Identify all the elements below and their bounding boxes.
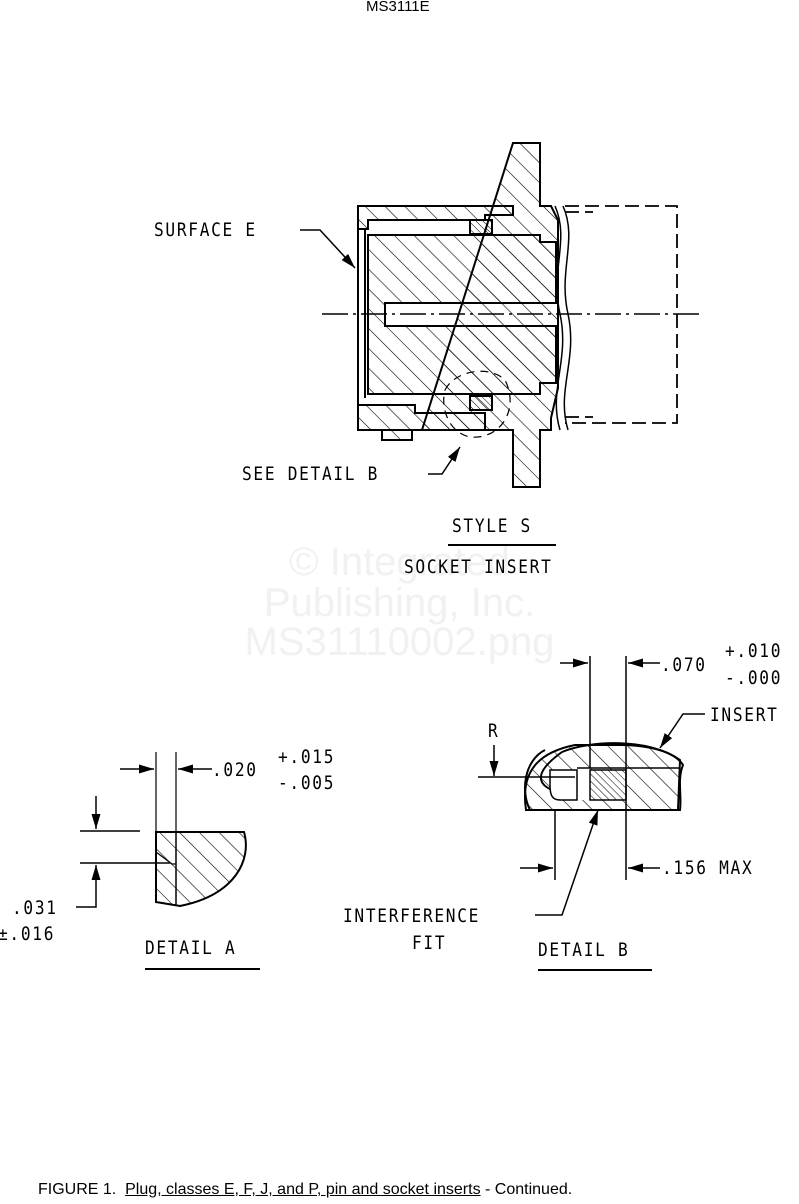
figure-caption-suffix: - Continued. [485, 1181, 573, 1198]
detail-b-figure [478, 656, 705, 971]
detail-a-width-plus-tolerance: +.015 [278, 746, 336, 768]
detail-b-top-dimension: .070 [661, 654, 707, 676]
detail-b-bottom-dimension: .156 MAX [662, 857, 754, 879]
figure-caption: FIGURE 1. Plug, classes E, F, J, and P, … [38, 1181, 572, 1199]
document-number: MS3111E [366, 0, 430, 15]
interference-fit-label-line-1: INTERFERENCE [343, 905, 481, 927]
see-detail-b-label: SEE DETAIL B [242, 463, 380, 485]
mounting-flange [420, 142, 559, 488]
plug-shell [357, 205, 514, 441]
surface-e-leader [300, 229, 356, 269]
socket-insert [367, 219, 557, 411]
interference-fit-label-line-2: FIT [412, 932, 447, 954]
insert-label: INSERT [710, 704, 779, 726]
detail-b-top-minus-tolerance: -.000 [725, 667, 783, 689]
figure-caption-title: Plug, classes E, F, J, and P, pin and so… [125, 1181, 481, 1198]
detail-a-height-tolerance: ±.016 [0, 923, 56, 945]
detail-b-circle [443, 370, 511, 438]
detail-b-top-plus-tolerance: +.010 [725, 640, 783, 662]
watermark-line-2: Publishing, Inc. [263, 581, 536, 625]
detail-a-width-dimension: .020 [212, 759, 258, 781]
detail-a-height-dimension: .031 [12, 897, 58, 919]
detail-b-title: DETAIL B [538, 939, 630, 961]
surface-e-label: SURFACE E [154, 219, 257, 241]
watermark-line-3: MS31110002.png [244, 620, 555, 664]
detail-a-figure [76, 752, 260, 970]
detail-a-title: DETAIL A [145, 937, 237, 959]
detail-b-leader [428, 446, 461, 475]
style-subtitle: SOCKET INSERT [404, 556, 553, 578]
radius-label: R [488, 720, 500, 742]
detail-a-width-minus-tolerance: -.005 [278, 772, 336, 794]
style-title: STYLE S [452, 515, 532, 537]
watermark-line-1: © Integrated [289, 540, 510, 584]
figure-caption-prefix: FIGURE 1. [38, 1181, 117, 1198]
